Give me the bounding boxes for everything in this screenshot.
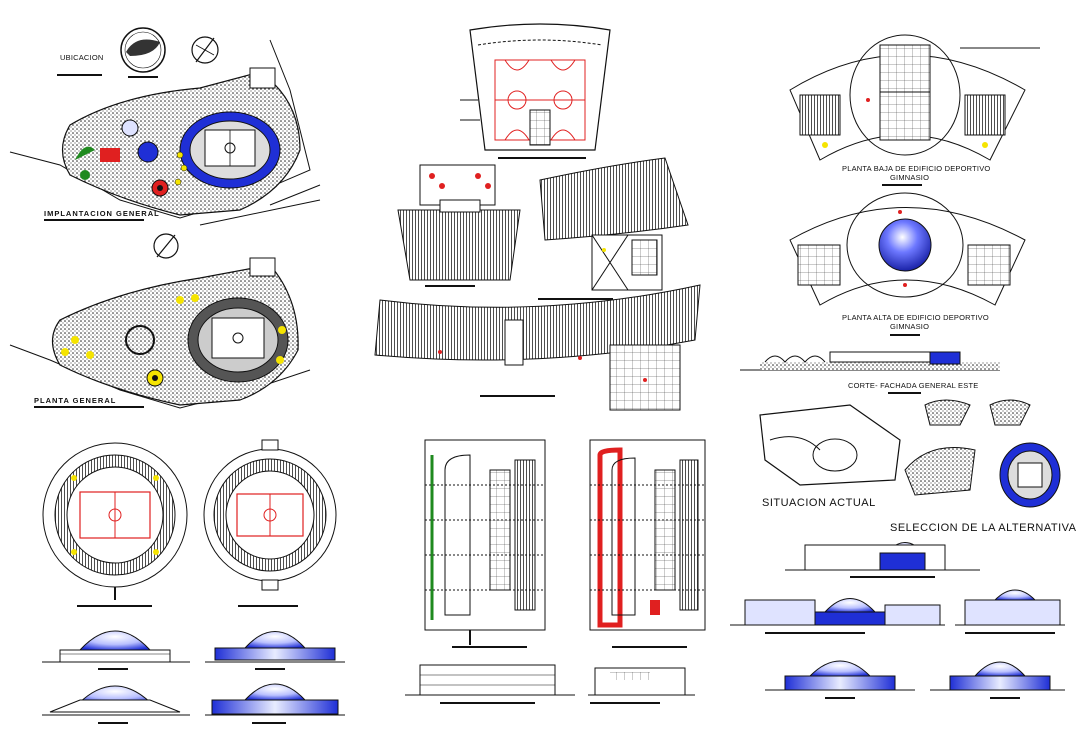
site-plan-general	[9, 257, 311, 409]
grandstand-plan-1	[397, 164, 521, 281]
dome-elevation	[205, 631, 345, 663]
gym-ground-floor-plan	[789, 34, 1040, 161]
floor-plan-left	[424, 439, 546, 645]
dome-elevation	[205, 683, 345, 716]
dome-elevation	[42, 630, 190, 663]
dome-sphere-icon	[878, 218, 932, 272]
situacion-actual-label: SITUACION ACTUAL	[762, 497, 876, 509]
circular-arena-plan-1	[42, 442, 188, 600]
implantacion-label: IMPLANTACION GENERAL	[44, 209, 160, 218]
court-fan-plan	[460, 23, 611, 151]
building-section	[588, 667, 695, 696]
seleccion-alternativa-label: SELECCION DE LA ALTERNATIVA	[890, 522, 1077, 534]
corte-fachada-label: CORTE- FACHADA GENERAL ESTE	[848, 381, 979, 390]
north-arrow-icon	[153, 233, 179, 259]
floor-plan-right	[589, 439, 706, 631]
current-situation-map	[759, 404, 901, 486]
north-arrow-icon	[191, 36, 219, 64]
facade-elevation	[955, 589, 1065, 626]
ubicacion-underline	[57, 74, 102, 76]
grandstand-long-plan	[374, 284, 701, 411]
planta-baja-subtitle: GIMNASIO	[890, 173, 930, 182]
building-section	[405, 664, 575, 696]
grandstand-plan-2	[539, 157, 689, 291]
alternative-thumbnail	[904, 399, 1031, 496]
planta-general-label: PLANTA GENERAL	[34, 396, 117, 405]
facade-elevation	[785, 542, 980, 571]
location-map-icon	[120, 27, 166, 73]
gym-upper-floor-plan	[789, 192, 1026, 306]
site-plan-implantacion	[9, 39, 321, 226]
dome-elevation	[930, 661, 1065, 691]
dome-elevation	[42, 685, 190, 716]
circular-arena-plan-2	[203, 439, 337, 591]
east-facade-section	[740, 351, 1000, 371]
selected-alternative	[999, 442, 1061, 508]
facade-elevation	[730, 598, 945, 626]
planta-alta-subtitle: GIMNASIO	[890, 322, 930, 331]
planta-baja-title: PLANTA BAJA DE EDIFICIO DEPORTIVO	[842, 164, 991, 173]
dome-elevation	[765, 660, 915, 691]
ubicacion-label: UBICACION	[60, 53, 104, 62]
planta-alta-title: PLANTA ALTA DE EDIFICIO DEPORTIVO	[842, 313, 989, 322]
